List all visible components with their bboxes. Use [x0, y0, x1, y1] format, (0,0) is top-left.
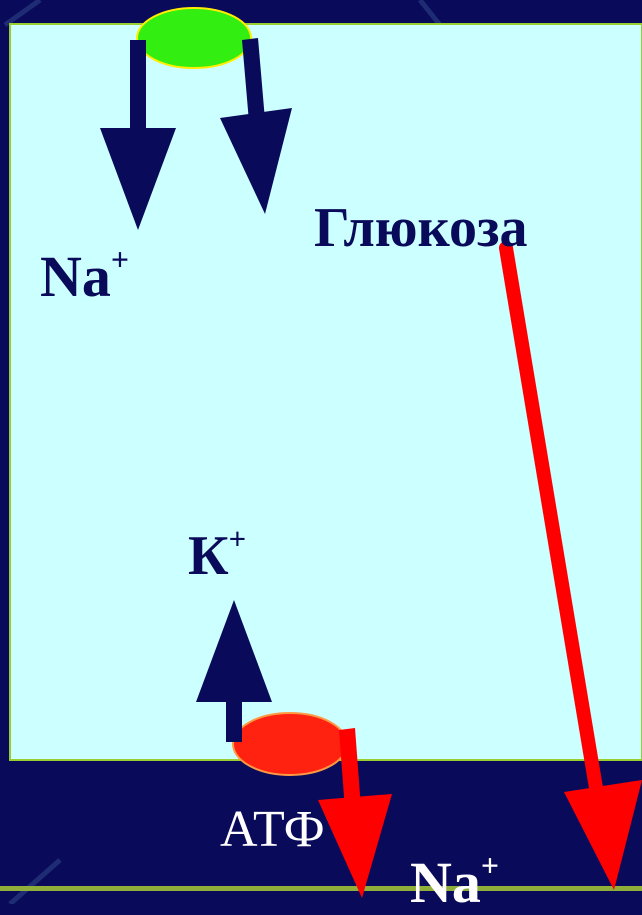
- potassium-charge: +: [228, 522, 247, 556]
- glucose-sodium-symporter: [136, 7, 252, 69]
- sodium-bottom-label: Na+: [410, 848, 500, 915]
- glucose-inward-arrow: [220, 38, 292, 214]
- membrane-line: [0, 886, 642, 891]
- sodium-top-charge: +: [110, 242, 130, 277]
- potassium-inward-arrow: [196, 600, 272, 742]
- sodium-top-label: Na+: [40, 242, 130, 309]
- potassium-label: К+: [188, 522, 247, 587]
- sodium-outward-arrow: [318, 728, 392, 898]
- sodium-bottom-charge: +: [480, 848, 500, 883]
- glucose-label: Глюкоза: [314, 197, 528, 259]
- background-decoration: [3, 0, 442, 904]
- glucose-outward-arrow: [499, 241, 642, 890]
- sodium-potassium-pump: [232, 712, 348, 776]
- sodium-inward-arrow: [100, 40, 176, 230]
- atp-label: АТФ: [220, 801, 325, 858]
